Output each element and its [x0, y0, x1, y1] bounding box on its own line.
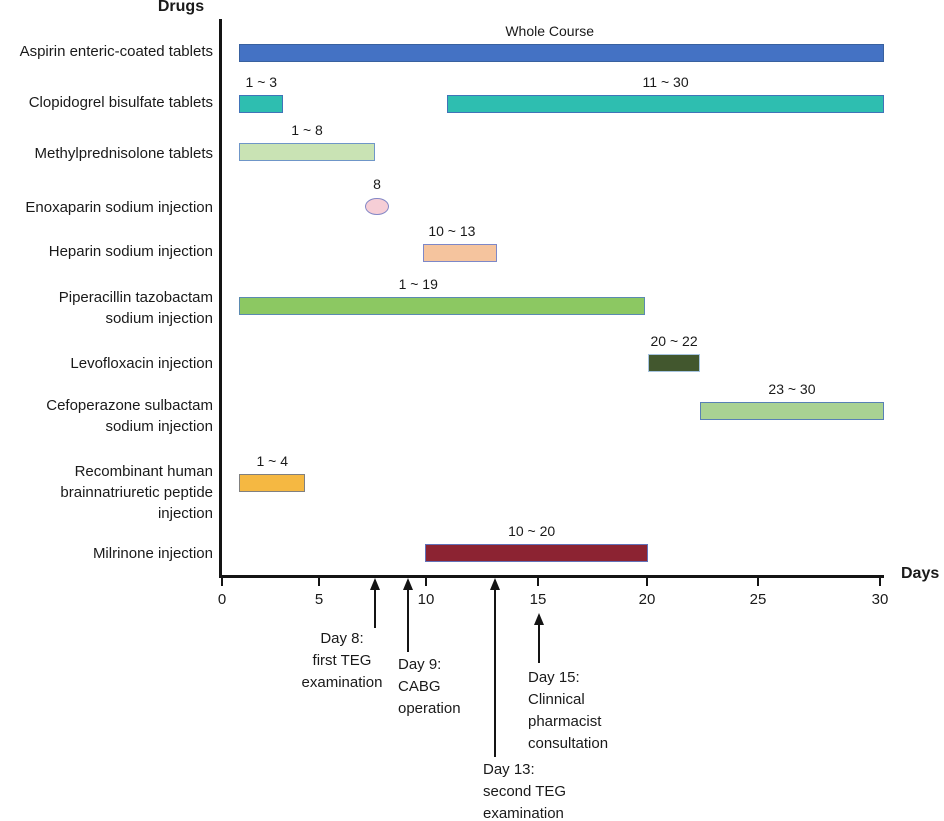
x-axis-tick-label: 10 [417, 591, 435, 608]
drug-label: Aspirin enteric-coated tablets [20, 41, 213, 62]
x-axis-tick-label: 25 [749, 591, 767, 608]
drug-bar [425, 544, 649, 562]
drug-label-line: Enoxaparin sodium injection [25, 198, 213, 216]
annotation-text-day-8: Day 8: first TEG examination [242, 628, 442, 694]
x-axis-tick [879, 578, 881, 586]
bar-range-label: 23 ~ 30 [768, 381, 816, 397]
annotation-line: Day 9: [398, 656, 442, 673]
x-axis-tick [757, 578, 759, 586]
annotation-arrow-day-9 [403, 578, 414, 652]
drug-label: Cefoperazone sulbactam sodium injection [46, 395, 213, 437]
annotation-arrow-day-8 [370, 578, 381, 628]
y-axis-title: Drugs [157, 0, 205, 15]
y-axis-line [219, 19, 222, 578]
drug-bar [648, 354, 701, 372]
arrow-line [406, 589, 410, 652]
drug-label-line: sodium injection [105, 418, 213, 435]
drug-bar [422, 244, 497, 262]
annotation-arrow-day-13 [489, 578, 500, 757]
drug-label: Clopidogrel bisulfate tablets [29, 92, 213, 113]
arrow-head [489, 578, 500, 590]
drug-label-line: Levofloxacin injection [70, 354, 213, 372]
drug-label-line: Cefoperazone sulbactam [46, 397, 213, 414]
arrow-head [534, 613, 545, 625]
drug-label: Milrinone injection [93, 543, 213, 564]
drug-label-line: Piperacillin tazobactam [58, 289, 213, 306]
x-axis-tick [425, 578, 427, 586]
bar-range-label: 8 [373, 176, 381, 192]
bar-range-label: 1 ~ 3 [245, 74, 278, 90]
x-axis-title: Days [901, 565, 940, 582]
annotation-line: Day 15: [528, 669, 580, 686]
annotation-arrow-day-15 [534, 613, 545, 663]
drug-label: Enoxaparin sodium injection [25, 197, 213, 218]
annotation-text-day-13: Day 13: second TEG examination [483, 759, 566, 821]
annotation-line: CABG [398, 678, 441, 695]
bar-range-label: 1 ~ 19 [398, 276, 438, 292]
annotation-line: Clinnical [528, 691, 585, 708]
annotation-line: pharmacist [528, 713, 602, 730]
drug-label-line: sodium injection [105, 310, 213, 327]
drug-bar [239, 474, 306, 492]
x-axis-tick-label: 30 [871, 591, 889, 608]
drug-label-line: Clopidogrel bisulfate tablets [28, 93, 213, 111]
x-axis-tick [646, 578, 648, 586]
drug-ellipse [365, 197, 389, 215]
x-axis-tick-label: 5 [314, 591, 324, 608]
drug-label: Recombinant human brainnatriuretic peptid… [60, 461, 213, 524]
annotation-text-day-15: Day 15: Clinnical pharmacist consultation [528, 667, 608, 755]
annotation-line: examination [301, 674, 383, 691]
x-axis-tick [318, 578, 320, 586]
arrow-head [370, 578, 381, 590]
drug-label: Levofloxacin injection [70, 353, 213, 374]
annotation-line: examination [483, 805, 564, 821]
drug-label-line: Methylprednisolone tablets [34, 144, 213, 162]
drug-bar [239, 95, 284, 113]
drug-label: Methylprednisolone tablets [35, 143, 213, 164]
annotation-line: second TEG [483, 783, 567, 800]
bar-range-label: 1 ~ 4 [256, 453, 288, 469]
annotation-text-day-9: Day 9: CABG operation [398, 654, 461, 720]
annotation-line: consultation [528, 735, 609, 752]
drug-bar [447, 95, 884, 113]
drug-bar [239, 297, 646, 315]
drug-bar [239, 143, 375, 161]
x-axis-tick [221, 578, 223, 586]
bar-range-label: 11 ~ 30 [642, 74, 689, 90]
bar-range-label: 10 ~ 20 [508, 523, 556, 539]
drug-bar [239, 44, 884, 62]
drug-label-line: Recombinant human [74, 462, 213, 480]
arrow-line [537, 624, 541, 663]
drug-label-line: Aspirin enteric-coated tablets [19, 42, 213, 60]
arrow-line [373, 589, 377, 628]
bar-range-label: Whole Course [505, 23, 595, 39]
annotation-line: Day 8: [320, 630, 364, 647]
x-axis-tick-label: 0 [217, 591, 227, 608]
drug-label: Piperacillin tazobactam sodium injection [59, 287, 213, 329]
drug-label-line: Milrinone injection [92, 544, 213, 562]
annotation-line: operation [398, 700, 461, 717]
drug-label-line: Heparin sodium injection [48, 242, 213, 260]
x-axis-tick-label: 15 [529, 591, 547, 608]
x-axis-line [219, 575, 884, 578]
annotation-line: first TEG [312, 652, 372, 669]
bar-range-label: 20 ~ 22 [650, 333, 698, 349]
bar-range-label: 1 ~ 8 [291, 122, 323, 138]
arrow-line [493, 589, 497, 757]
drug-label: Heparin sodium injection [49, 241, 213, 262]
bar-range-label: 10 ~ 13 [428, 223, 476, 239]
x-axis-tick-label: 20 [638, 591, 656, 608]
arrow-head [403, 578, 414, 590]
drug-label-line: brainnatriuretic peptide [60, 483, 213, 501]
drug-bar [700, 402, 884, 420]
x-axis-tick [537, 578, 539, 586]
drug-label-line: injection [157, 504, 213, 522]
annotation-line: Day 13: [483, 761, 535, 778]
